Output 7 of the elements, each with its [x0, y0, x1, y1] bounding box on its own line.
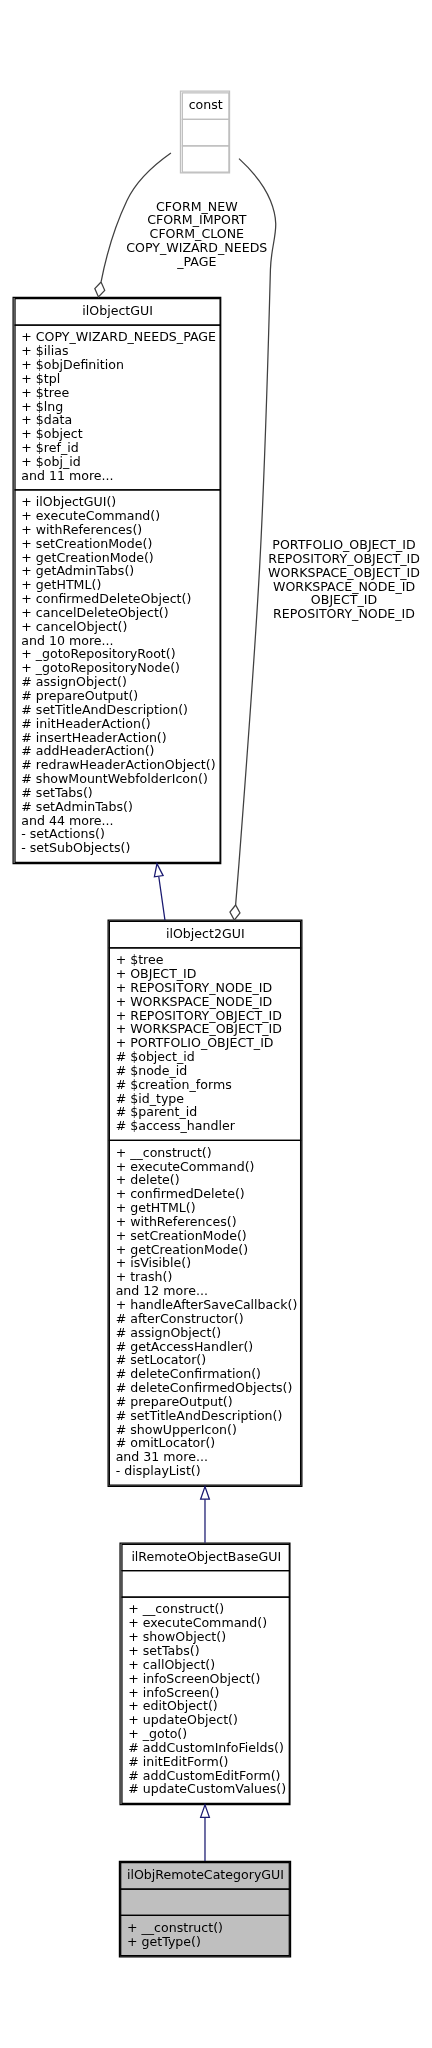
edge-label: CFORM_NEW CFORM_IMPORT CFORM_CLONE COPY_WIZARD_NEEDS _PAGE: [126, 198, 268, 269]
connector: [94, 152, 172, 299]
arrow: [153, 861, 166, 921]
arrow: [199, 1484, 211, 1544]
connector: [229, 158, 277, 922]
arrow: [199, 1802, 211, 1862]
edge-label: PORTFOLIO_OBJECT_ID REPOSITORY_OBJECT_ID WORKSPACE_OBJECT_ID WORKSPACE_NODE_ID OBJECT_ID REPOSITORY_NODE_ID: [268, 537, 420, 622]
